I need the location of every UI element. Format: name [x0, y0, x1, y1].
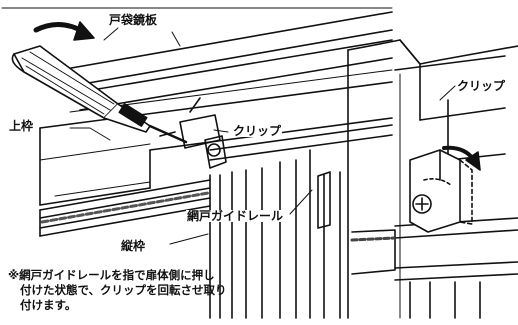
label-clip-main: クリップ: [232, 124, 283, 138]
note-line-2: 付けた状態で、クリップを回転させ取り: [20, 283, 227, 297]
clip-main-shape: [159, 97, 227, 169]
label-vertical-frame: 縦枠: [120, 239, 147, 253]
guide-rail: [39, 124, 393, 237]
label-clip-detail: クリップ: [456, 79, 507, 93]
installation-note: ※網戸ガイドレールを指で扉体側に押し 付けた状態で、クリップを回転させ取り 付け…: [8, 268, 346, 313]
screwdriver-icon: [11, 45, 188, 144]
detail-inset: [347, 39, 518, 319]
upper-frame-rail: [39, 11, 393, 206]
note-line-3: 付けます。: [20, 298, 77, 312]
label-door-pocket-header: 戸袋鏡板: [108, 13, 159, 27]
label-upper-frame: 上枠: [8, 119, 35, 133]
rotation-arrow-icon: [33, 21, 95, 41]
note-line-1: ※網戸ガイドレールを指で扉体側に押し: [8, 268, 215, 282]
label-screen-door-guide-rail: 網戸ガイドレール: [186, 209, 285, 223]
rotation-arrow-icon: [442, 145, 481, 171]
vertical-frame: [209, 149, 341, 319]
